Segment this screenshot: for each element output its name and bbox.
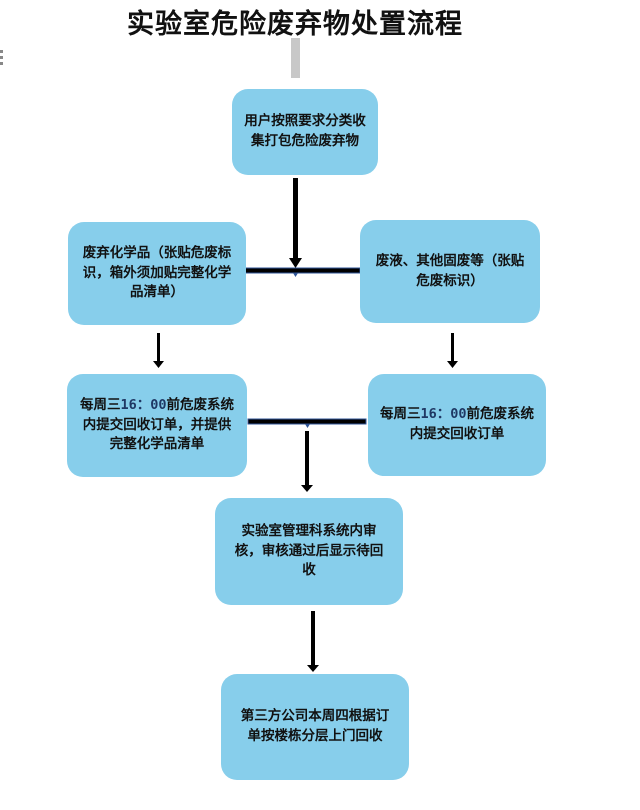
step-review-text: 实验室管理科系统内审核，审核通过后显示待回收 [234, 523, 384, 579]
weekday-text: 每周三 [379, 406, 421, 423]
page-title: 实验室危险废弃物处置流程 [127, 9, 463, 40]
step-chemicals-text: 废弃化学品（张贴危废标识，箱外须加贴完整化学品清单） [82, 245, 232, 301]
step-submit-liquids-rest: 前危废系统内提交回收订单 [409, 406, 534, 442]
step-liquids-text: 废液、其他固废等（张贴危废标识） [375, 252, 525, 289]
step-submit-chemicals-text: 每周三16：00前危废系统内提交回收订单，并提供完整化学品清单 [77, 396, 237, 455]
arrow-to-review [301, 431, 313, 492]
step-submit-liquids-text: 每周三16：00前危废系统内提交回收订单 [378, 405, 536, 444]
arrow-chemicals-down [153, 333, 164, 368]
decorative-bar [291, 38, 300, 78]
step-submit-chemicals-rest: 前危废系统内提交回收订单，并提供完整化学品清单 [82, 397, 234, 453]
step-collect: 用户按照要求分类收集打包危险废弃物 [232, 89, 378, 175]
connector-row-2 [247, 418, 367, 428]
step-submit-liquids: 每周三16：00前危废系统内提交回收订单 [368, 374, 546, 476]
arrow-liquids-down [447, 333, 458, 368]
arrow-to-pickup [307, 611, 319, 672]
step-liquids: 废液、其他固废等（张贴危废标识） [360, 220, 540, 323]
step-chemicals: 废弃化学品（张贴危废标识，箱外须加贴完整化学品清单） [68, 222, 246, 325]
step-pickup: 第三方公司本周四根据订单按楼栋分层上门回收 [221, 674, 409, 780]
step-pickup-text: 第三方公司本周四根据订单按楼栋分层上门回收 [240, 708, 390, 744]
step-submit-chemicals: 每周三16：00前危废系统内提交回收订单，并提供完整化学品清单 [67, 374, 247, 477]
arrow-collect-down [289, 178, 302, 268]
weekday-text: 每周三 [79, 397, 121, 414]
side-marks [0, 50, 4, 68]
step-review: 实验室管理科系统内审核，审核通过后显示待回收 [215, 498, 403, 605]
deadline-time: 16：00 [420, 406, 467, 423]
deadline-time: 16：00 [120, 397, 167, 414]
connector-row-1 [244, 267, 361, 277]
step-collect-text: 用户按照要求分类收集打包危险废弃物 [244, 113, 366, 149]
